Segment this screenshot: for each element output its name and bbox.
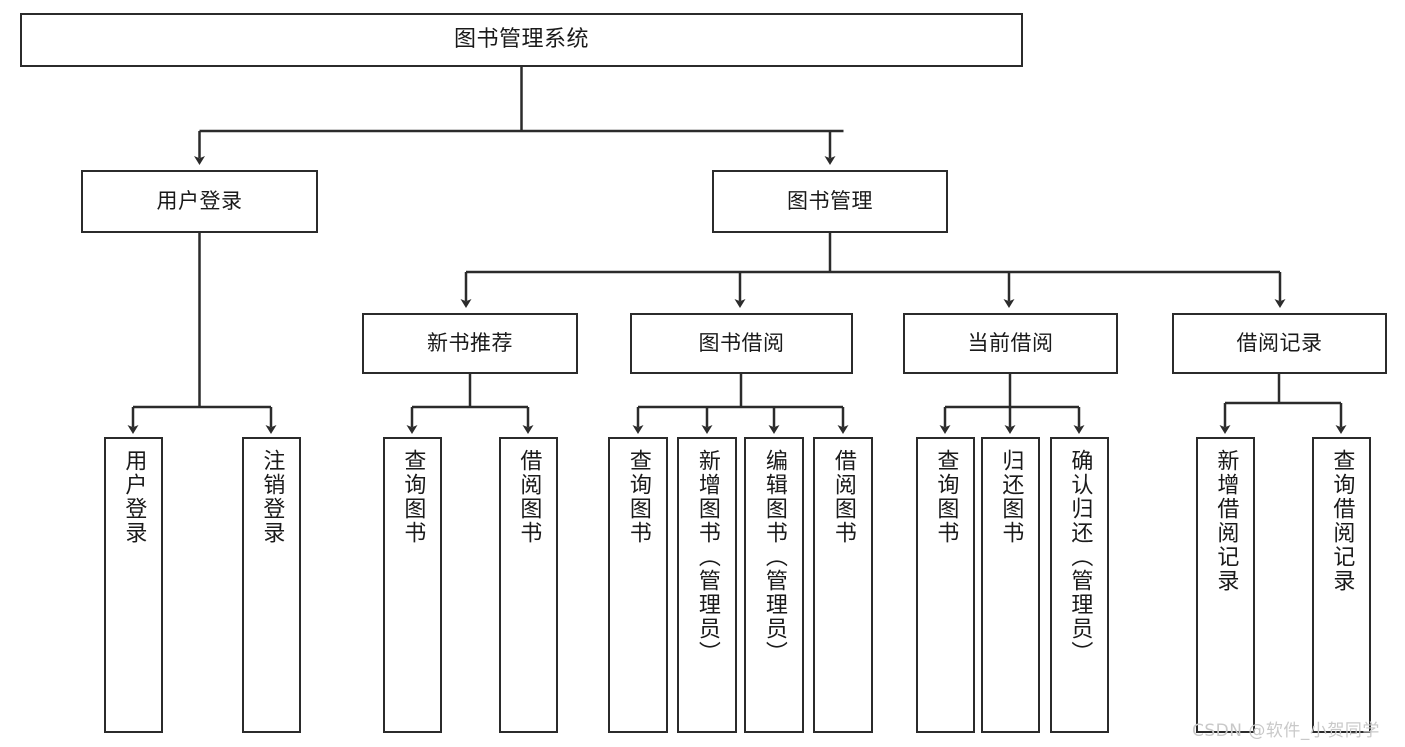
leaf-new-book-query-label: 查询图书 bbox=[400, 449, 426, 545]
leaf-book-borrow-add-label: 新增图书（管理员） bbox=[694, 449, 720, 665]
node-book-borrow-label: 图书借阅 bbox=[698, 330, 785, 355]
connector-borrowrecord-to-leaves bbox=[1219, 374, 1347, 434]
leaf-new-book-query[interactable]: 查询图书 bbox=[383, 437, 442, 733]
leaf-current-borrow-return-label: 归还图书 bbox=[998, 449, 1024, 545]
connector-currentborrow-to-leaves bbox=[939, 374, 1085, 434]
leaf-book-borrow-edit[interactable]: 编辑图书（管理员） bbox=[744, 437, 804, 733]
connector-root-to-level2 bbox=[194, 67, 844, 165]
connector-userlogin-to-leaves bbox=[127, 233, 277, 434]
leaf-user-login-signin[interactable]: 用户登录 bbox=[104, 437, 163, 733]
leaf-borrow-record-query-label: 查询借阅记录 bbox=[1329, 449, 1355, 593]
node-root-system[interactable]: 图书管理系统 bbox=[20, 13, 1023, 67]
leaf-borrow-record-add[interactable]: 新增借阅记录 bbox=[1196, 437, 1255, 733]
leaf-borrow-record-query[interactable]: 查询借阅记录 bbox=[1312, 437, 1371, 733]
leaf-current-borrow-query[interactable]: 查询图书 bbox=[916, 437, 975, 733]
leaf-book-borrow-edit-label: 编辑图书（管理员） bbox=[761, 449, 787, 665]
node-new-book-recommend[interactable]: 新书推荐 bbox=[362, 313, 578, 374]
leaf-current-borrow-confirm-return[interactable]: 确认归还（管理员） bbox=[1050, 437, 1109, 733]
leaf-book-borrow-query[interactable]: 查询图书 bbox=[608, 437, 668, 733]
leaf-current-borrow-confirm-return-label: 确认归还（管理员） bbox=[1067, 449, 1093, 665]
leaf-book-borrow-lend[interactable]: 借阅图书 bbox=[813, 437, 873, 733]
leaf-current-borrow-query-label: 查询图书 bbox=[933, 449, 959, 545]
node-borrow-record[interactable]: 借阅记录 bbox=[1172, 313, 1387, 374]
leaf-book-borrow-add[interactable]: 新增图书（管理员） bbox=[677, 437, 737, 733]
leaf-borrow-record-add-label: 新增借阅记录 bbox=[1213, 449, 1239, 593]
leaf-new-book-borrow-label: 借阅图书 bbox=[516, 449, 542, 545]
leaf-new-book-borrow[interactable]: 借阅图书 bbox=[499, 437, 558, 733]
node-book-management[interactable]: 图书管理 bbox=[712, 170, 948, 233]
node-current-borrow-label: 当前借阅 bbox=[967, 330, 1054, 355]
leaf-book-borrow-lend-label: 借阅图书 bbox=[830, 449, 856, 545]
node-book-borrow[interactable]: 图书借阅 bbox=[630, 313, 853, 374]
leaf-user-login-signout[interactable]: 注销登录 bbox=[242, 437, 301, 733]
connector-newbook-to-leaves bbox=[406, 374, 534, 434]
leaf-user-login-signin-label: 用户登录 bbox=[121, 449, 147, 545]
node-current-borrow[interactable]: 当前借阅 bbox=[903, 313, 1118, 374]
leaf-current-borrow-return[interactable]: 归还图书 bbox=[981, 437, 1040, 733]
connector-bookborrow-to-leaves bbox=[632, 374, 849, 434]
node-root-system-label: 图书管理系统 bbox=[453, 26, 589, 52]
node-user-login-label: 用户登录 bbox=[156, 188, 243, 213]
node-user-login[interactable]: 用户登录 bbox=[81, 170, 318, 233]
leaf-book-borrow-query-label: 查询图书 bbox=[625, 449, 651, 545]
node-borrow-record-label: 借阅记录 bbox=[1236, 330, 1323, 355]
node-book-management-label: 图书管理 bbox=[787, 188, 873, 213]
node-new-book-recommend-label: 新书推荐 bbox=[427, 330, 513, 355]
leaf-user-login-signout-label: 注销登录 bbox=[259, 449, 285, 545]
connector-bookmgmt-to-level3 bbox=[460, 233, 1286, 308]
